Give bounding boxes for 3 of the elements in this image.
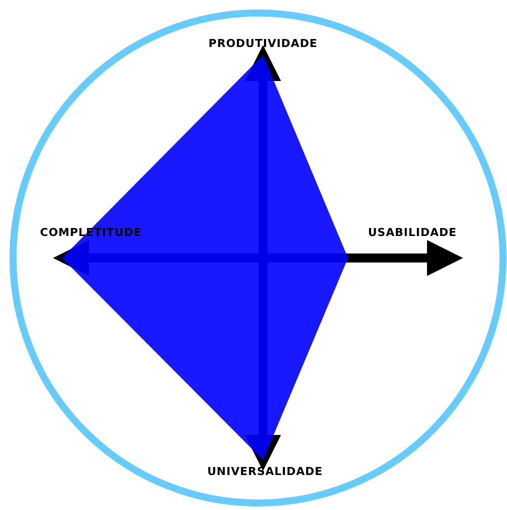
axis-label: USABILIDADE (368, 226, 457, 239)
axis-label: UNIVERSALIDADE (207, 465, 323, 478)
axis-label: PRODUTIVIDADE (208, 37, 318, 50)
